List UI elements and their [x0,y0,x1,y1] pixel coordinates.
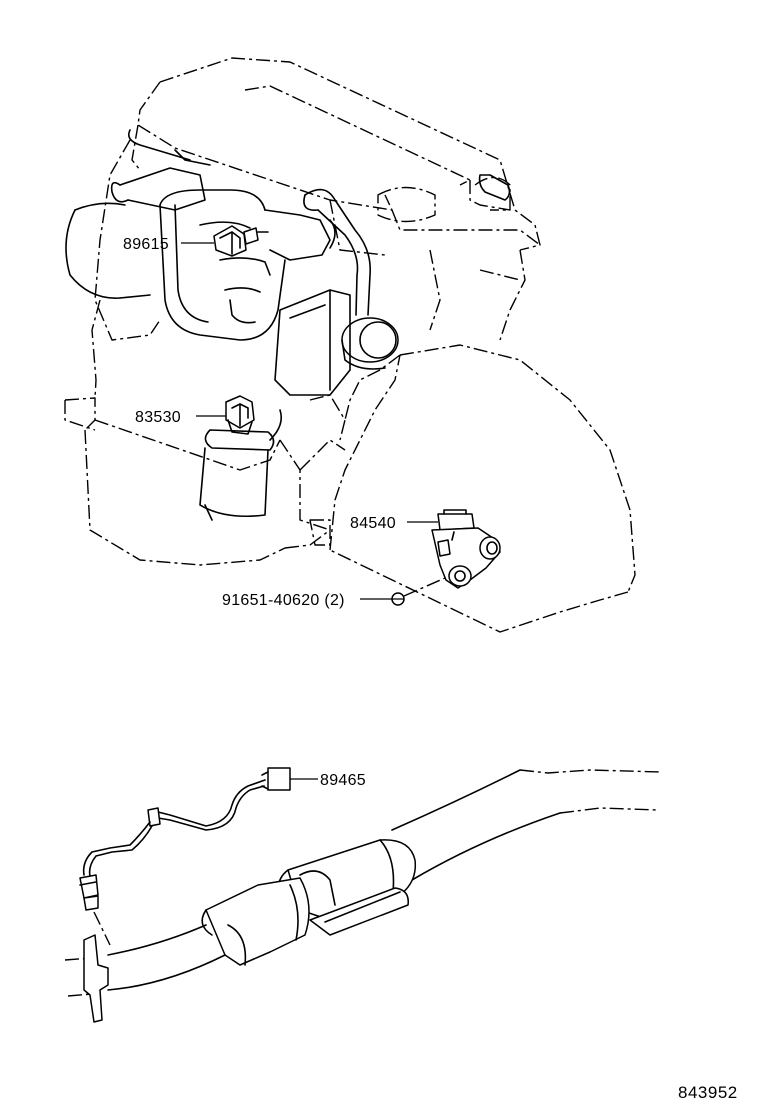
callout-84540[interactable]: 84540 [350,515,396,532]
illustration-number: 843952 [678,1083,738,1102]
part-89615-sensor[interactable] [213,225,269,257]
engine-phantom-outline [64,57,636,633]
exhaust-pipe [64,769,663,1023]
callout-89465[interactable]: 89465 [320,772,366,789]
engine-details [65,129,511,521]
part-84540-switch[interactable] [431,509,501,589]
callout-91651[interactable]: 91651-40620 (2) [222,592,345,609]
part-89465-oxygen-sensor[interactable] [79,767,291,946]
part-83530-switch[interactable] [225,395,255,435]
callout-83530[interactable]: 83530 [135,409,181,426]
callout-89615[interactable]: 89615 [123,236,169,253]
